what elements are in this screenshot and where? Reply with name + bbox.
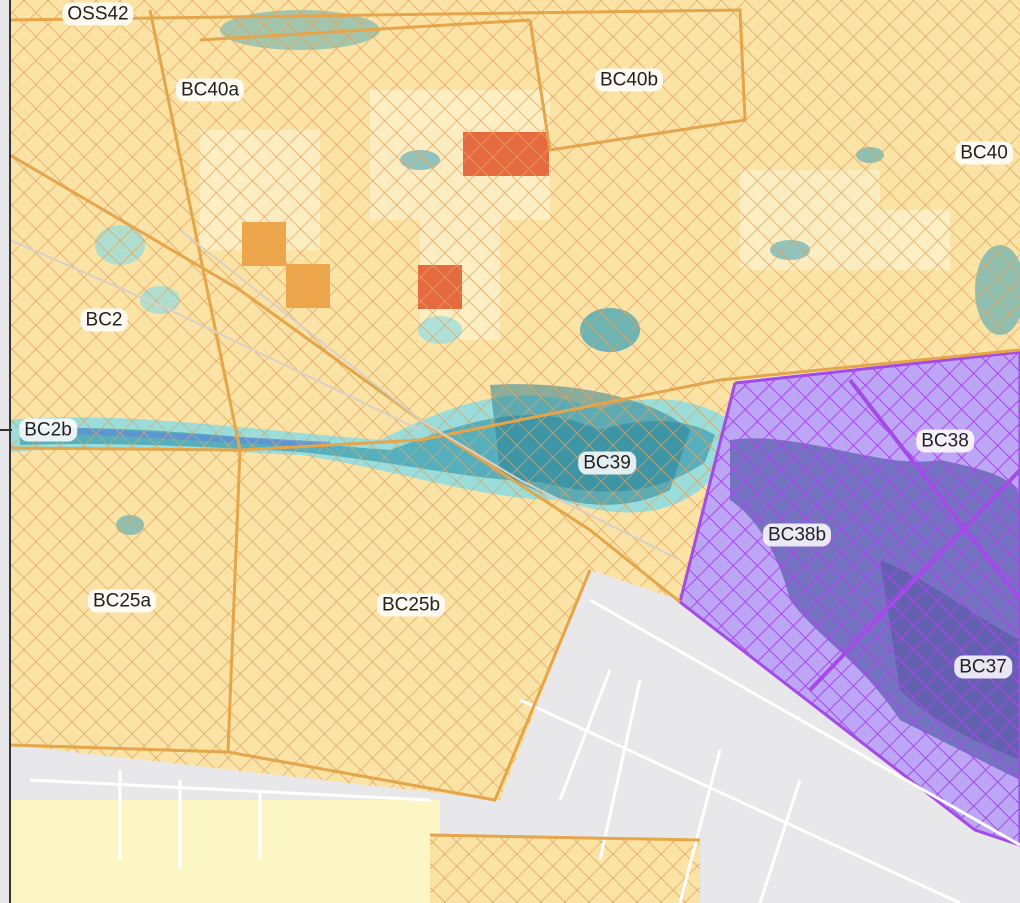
parcel-label-oss42[interactable]: OSS42 (62, 2, 134, 26)
street-network (29, 598, 1020, 903)
parcel-label-bc38[interactable]: BC38 (916, 429, 974, 453)
parcel-label-bc25b[interactable]: BC25b (376, 593, 446, 617)
parcel-label-bc40b[interactable]: BC40b (594, 68, 664, 92)
basemap-yellow-zone (10, 800, 440, 903)
parcel-label-bc2b[interactable]: BC2b (19, 418, 77, 442)
parcel-label-bc25a[interactable]: BC25a (87, 589, 157, 613)
parcel-hatch-lower (430, 835, 700, 903)
parcel-label-bc39[interactable]: BC39 (578, 451, 636, 475)
parcel-label-bc37[interactable]: BC37 (954, 655, 1012, 679)
parcel-label-bc40a[interactable]: BC40a (175, 78, 245, 102)
parcel-label-bc38b[interactable]: BC38b (762, 523, 832, 547)
parcel-label-bc2[interactable]: BC2 (80, 308, 128, 332)
parcel-hatch (10, 0, 1020, 800)
road-lines (9, 229, 681, 561)
parcel-label-bc40[interactable]: BC40 (955, 141, 1013, 165)
